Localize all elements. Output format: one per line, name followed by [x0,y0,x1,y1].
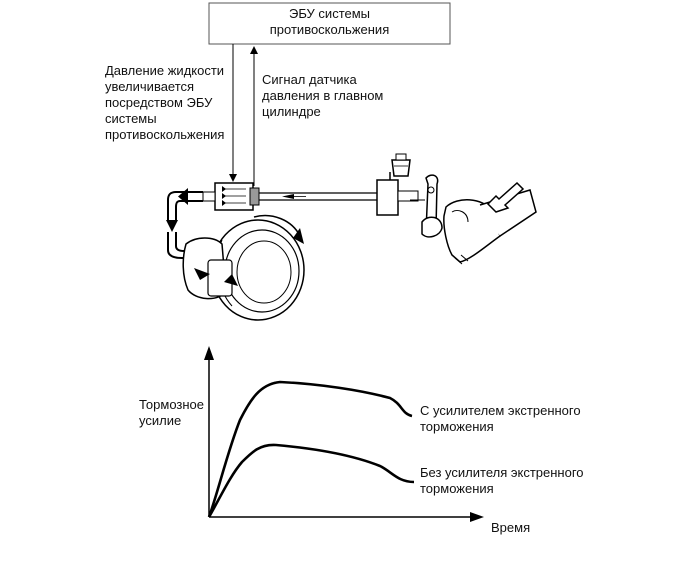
sensor-signal-label: Сигнал датчика давления в главном цилинд… [262,72,384,119]
pressure-increase-label: Давление жидкости увеличивается посредст… [105,63,225,142]
brake-caliper [182,237,238,300]
series-without-brake-assist [207,443,415,518]
brake-force-chart [204,346,484,522]
ecu-box-label: ЭБУ системы противоскольжения [269,6,390,37]
legend-without-brake-assist: Без усилителя экстренного торможения [420,465,584,496]
master-cylinder [376,153,425,216]
ecu-box [208,2,451,45]
series-with-brake-assist [207,380,413,518]
y-axis-label: Тормозное усилие [139,397,205,428]
actuator-block [202,182,260,211]
master-cylinder-line [259,192,378,201]
x-axis-label: Время [491,520,531,535]
brake-disc [211,214,305,321]
push-arrow-icon [486,181,525,213]
brake-pedal [421,174,443,238]
legend-with-brake-assist: С усилителем экстренного торможения [420,403,581,434]
